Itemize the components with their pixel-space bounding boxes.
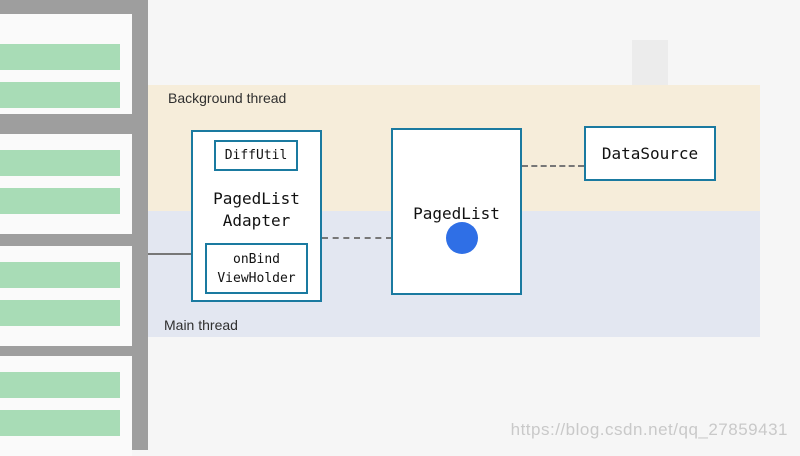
background-thread-label: Background thread xyxy=(168,90,287,106)
diffutil-label: DiffUtil xyxy=(224,148,288,163)
onbind-label-line1: onBind xyxy=(233,251,280,267)
faint-shape xyxy=(632,40,668,90)
pagedlist-box: PagedList xyxy=(391,128,522,295)
list-card xyxy=(0,356,132,456)
list-item-bar xyxy=(0,262,120,288)
pagedlist-adapter-label: PagedList Adapter xyxy=(193,188,320,232)
bind-connector-line xyxy=(148,253,206,255)
watermark-text: https://blog.csdn.net/qq_27859431 xyxy=(510,420,788,439)
list-item-bar xyxy=(0,300,120,326)
pagedlist-to-datasource-connector xyxy=(522,165,584,167)
list-card xyxy=(0,14,132,114)
list-card xyxy=(0,246,132,346)
list-item-bar xyxy=(0,188,120,214)
data-dot xyxy=(446,222,478,254)
adapter-to-pagedlist-connector xyxy=(322,237,392,239)
onbind-viewholder-box: onBind ViewHolder xyxy=(205,243,308,294)
main-thread-label: Main thread xyxy=(164,317,238,333)
phone-list-preview xyxy=(0,0,148,456)
list-item-bar xyxy=(0,410,120,436)
diffutil-box: DiffUtil xyxy=(214,140,298,171)
onbind-label-line2: ViewHolder xyxy=(217,270,296,286)
list-card xyxy=(0,134,132,234)
pagedlist-adapter-label-line1: PagedList xyxy=(213,189,300,208)
list-item-bar xyxy=(0,44,120,70)
datasource-box: DataSource xyxy=(584,126,716,181)
pagedlist-adapter-label-line2: Adapter xyxy=(222,211,291,230)
list-item-bar xyxy=(0,372,120,398)
datasource-label: DataSource xyxy=(601,144,699,163)
list-item-bar xyxy=(0,82,120,108)
list-item-bar xyxy=(0,150,120,176)
pagedlist-label: PagedList xyxy=(413,204,500,223)
